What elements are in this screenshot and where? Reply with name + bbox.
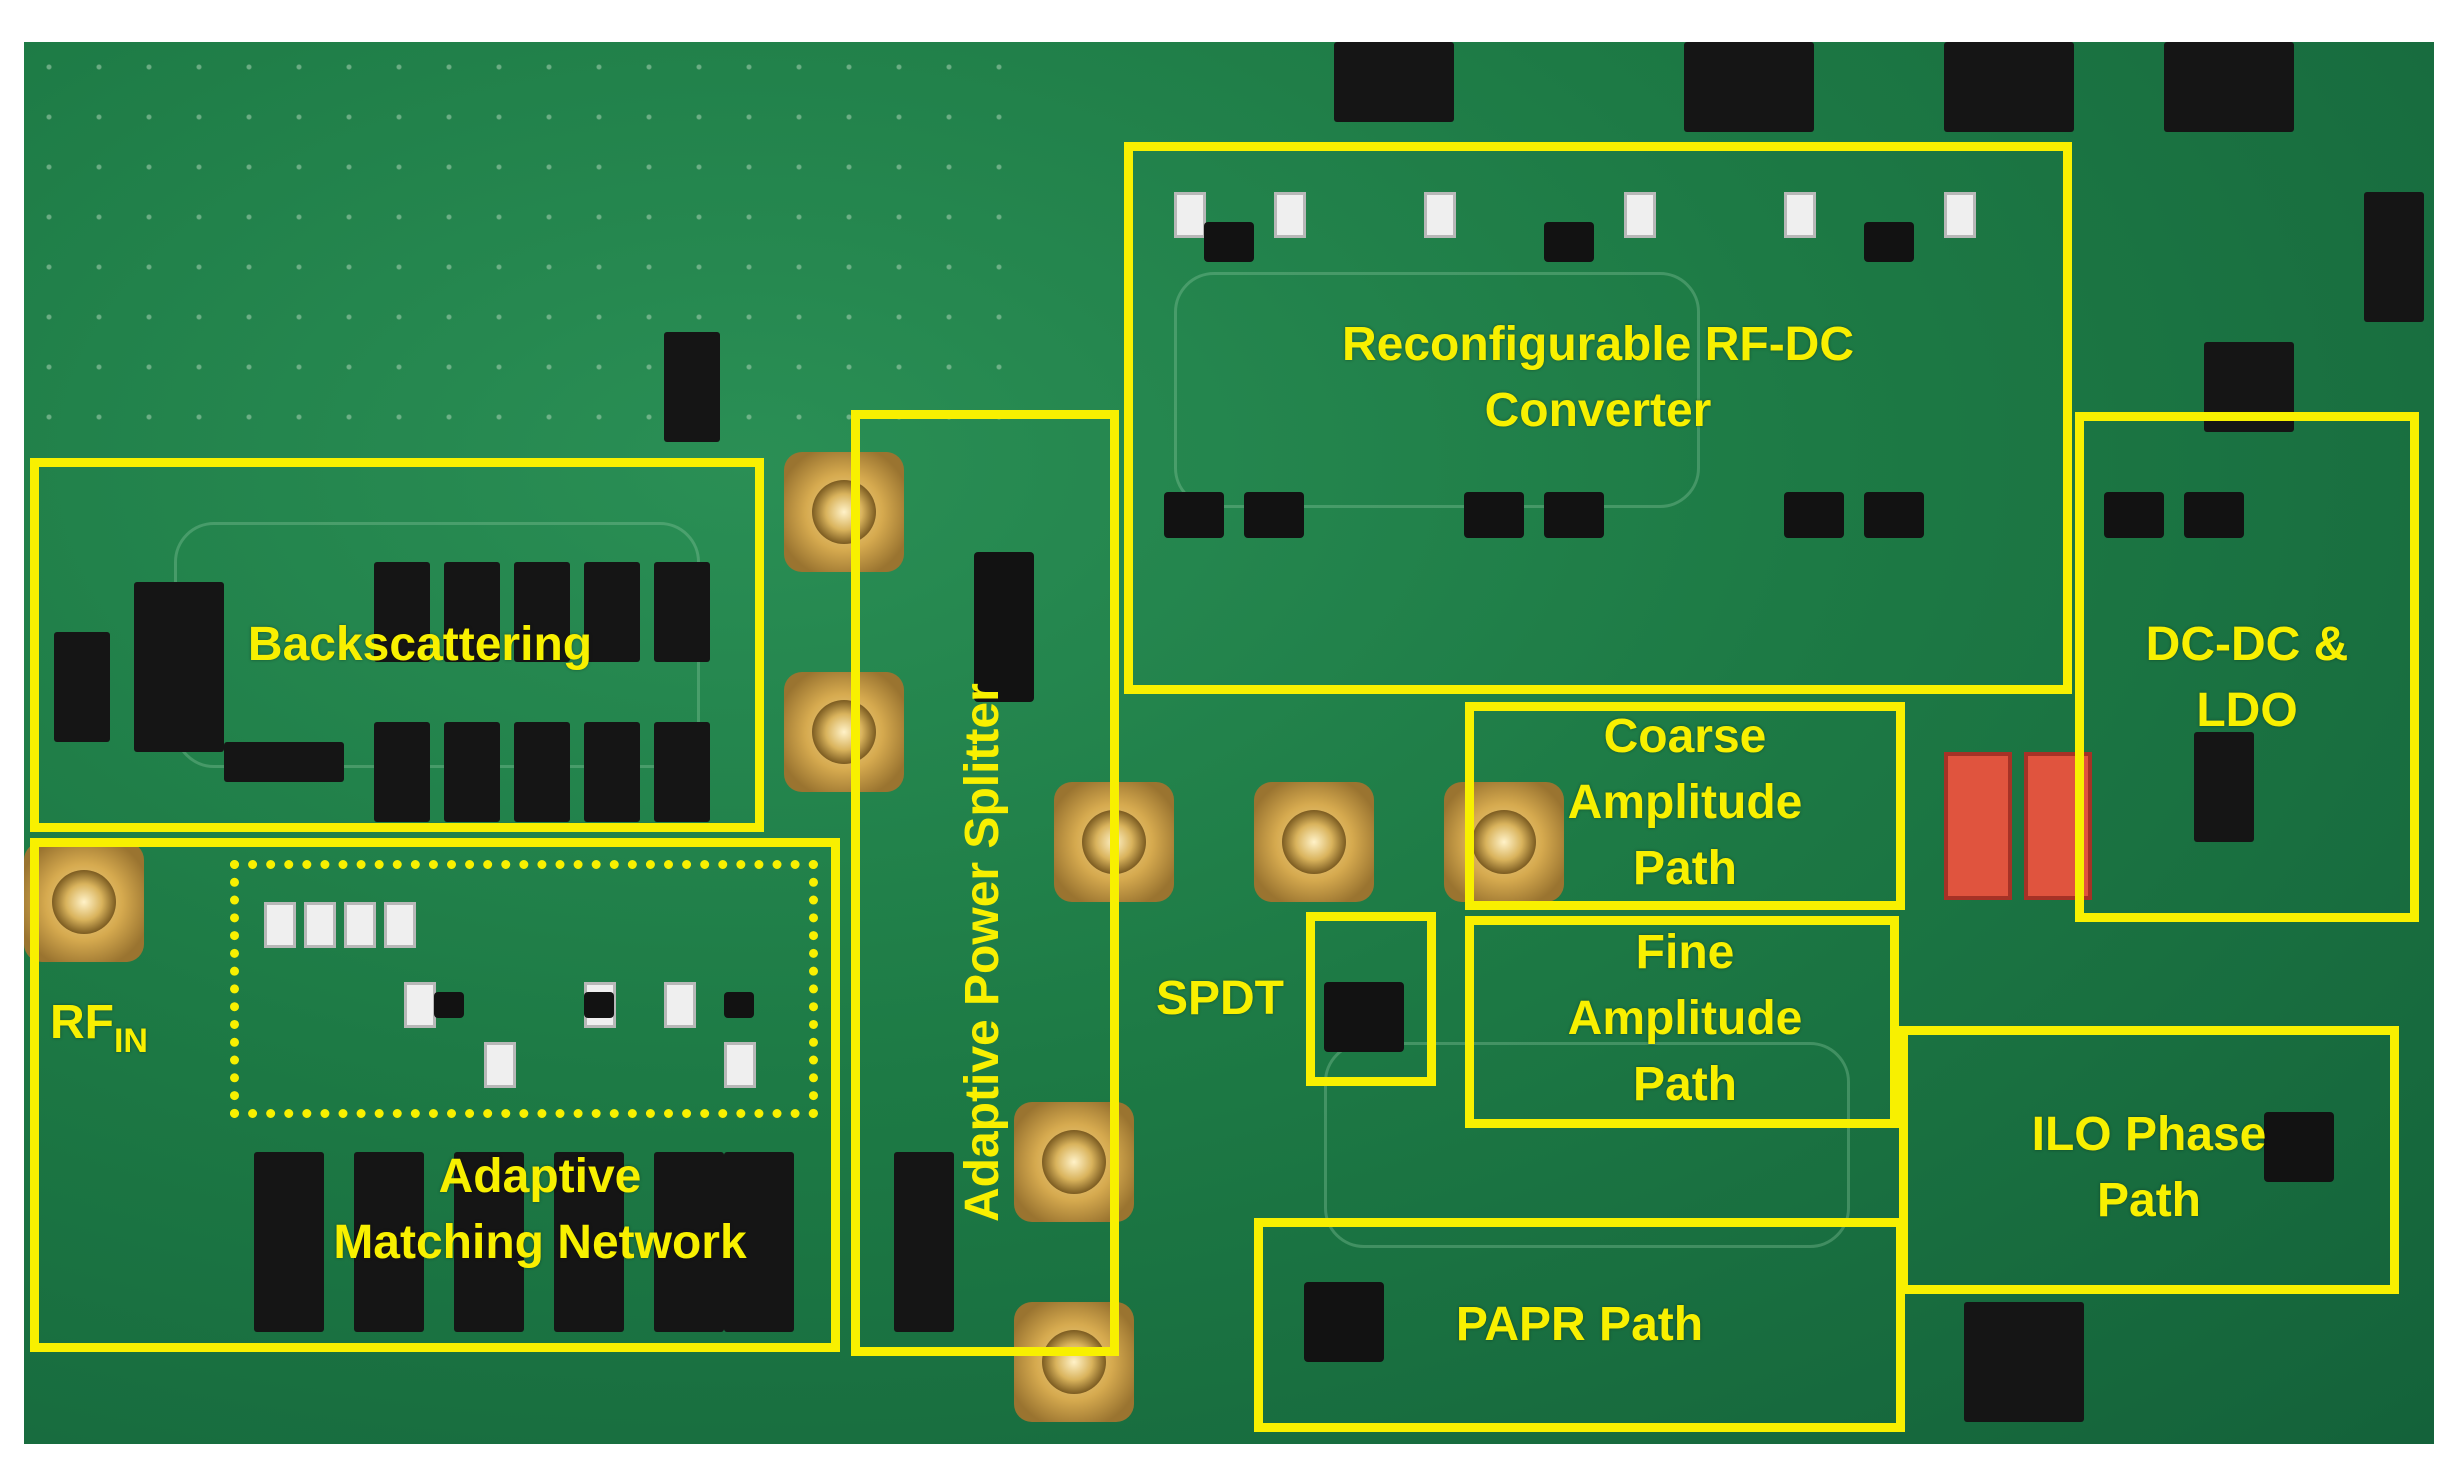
spdt-box [1306, 912, 1436, 1086]
pcb-trace [1324, 1042, 1850, 1248]
backscattering-label: Backscattering [247, 618, 593, 671]
pin-header [514, 722, 570, 822]
smd-component [664, 982, 696, 1028]
adaptive-power-splitter-box [851, 410, 1119, 1356]
coarse-amplitude-box [1465, 702, 1905, 910]
papr-path-box [1254, 1218, 1905, 1432]
ic-chip [1464, 492, 1524, 538]
pin-header [554, 1152, 624, 1332]
papr-path-label: PAPR Path [1455, 1298, 1704, 1351]
smd-component [264, 902, 296, 948]
adaptive-matching-network-box [30, 838, 840, 1352]
pin-header [584, 562, 640, 662]
rf-in-label: RFIN [50, 996, 148, 1060]
pin-header [654, 562, 710, 662]
ic-chip [2104, 492, 2164, 538]
dc-dc-ldo-label: DC-DC & LDO [2145, 618, 2349, 737]
smd-component [1624, 192, 1656, 238]
ic-chip [724, 992, 754, 1018]
dc-dc-ldo-box [2075, 412, 2419, 922]
ic-chip [2184, 492, 2244, 538]
matching-network-dotted-box [230, 860, 818, 1118]
pin-header [444, 562, 500, 662]
pcb-board [24, 42, 2434, 1444]
pin-header [1964, 1302, 2084, 1422]
red-connector [1944, 752, 2012, 900]
rf-dc-converter-label: Reconfigurable RF-DC Converter [1341, 318, 1854, 437]
ic-chip [1864, 492, 1924, 538]
pin-header [374, 562, 430, 662]
pin-header [654, 722, 710, 822]
smd-component [1274, 192, 1306, 238]
fine-amplitude-label: Fine Amplitude Path [1567, 926, 1803, 1111]
pcb-trace [1174, 272, 1700, 508]
adaptive-matching-network-label: Adaptive Matching Network [333, 1150, 747, 1269]
pin-header [664, 332, 720, 442]
pin-header [454, 1152, 524, 1332]
smd-component [384, 902, 416, 948]
sma-connector [1254, 782, 1374, 902]
pin-header [1944, 42, 2074, 132]
smd-component [1784, 192, 1816, 238]
smd-component [724, 1042, 756, 1088]
pin-header [1684, 42, 1814, 132]
pin-header [134, 582, 224, 752]
ic-chip [2264, 1112, 2334, 1182]
ic-chip [1164, 492, 1224, 538]
sma-connector [784, 672, 904, 792]
pin-header [654, 1152, 724, 1332]
ic-chip [1244, 492, 1304, 538]
ilo-phase-path-box [1899, 1026, 2399, 1294]
pin-header [374, 722, 430, 822]
backscattering-box [30, 458, 764, 832]
ic-chip [584, 992, 614, 1018]
smd-component [1174, 192, 1206, 238]
sma-connector [784, 452, 904, 572]
fine-amplitude-box [1465, 916, 1899, 1128]
ic-chip [1864, 222, 1914, 262]
ic-chip [1544, 492, 1604, 538]
ic-chip [434, 992, 464, 1018]
ic-chip [1304, 1282, 1384, 1362]
pin-header [894, 1152, 954, 1332]
smd-component [404, 982, 436, 1028]
pin-header [444, 722, 500, 822]
pin-header [724, 1152, 794, 1332]
coarse-amplitude-label: Coarse Amplitude Path [1567, 710, 1803, 895]
smd-component [304, 902, 336, 948]
smd-component [344, 902, 376, 948]
spdt-label: SPDT [1155, 972, 1284, 1025]
pin-header [2164, 42, 2294, 132]
pin-header [224, 742, 344, 782]
ic-chip [1784, 492, 1844, 538]
rf-dc-converter-box [1124, 142, 2072, 694]
sma-connector [1444, 782, 1564, 902]
pcb-dot-grid [24, 42, 1004, 462]
smd-component [484, 1042, 516, 1088]
pin-header [54, 632, 110, 742]
smd-component [1944, 192, 1976, 238]
pin-header [254, 1152, 324, 1332]
sma-connector [24, 842, 144, 962]
ic-chip [1324, 982, 1404, 1052]
pin-header [514, 562, 570, 662]
pin-header [584, 722, 640, 822]
pin-header [354, 1152, 424, 1332]
ilo-phase-path-label: ILO Phase Path [2031, 1108, 2267, 1227]
ic-chip [1544, 222, 1594, 262]
pin-header [2194, 732, 2254, 842]
adaptive-power-splitter-label: Adaptive Power Splitter [956, 683, 1009, 1222]
smd-component [1424, 192, 1456, 238]
pin-header [2364, 192, 2424, 322]
barrel-component [974, 552, 1034, 702]
pin-header [1334, 42, 1454, 122]
ic-chip [1204, 222, 1254, 262]
